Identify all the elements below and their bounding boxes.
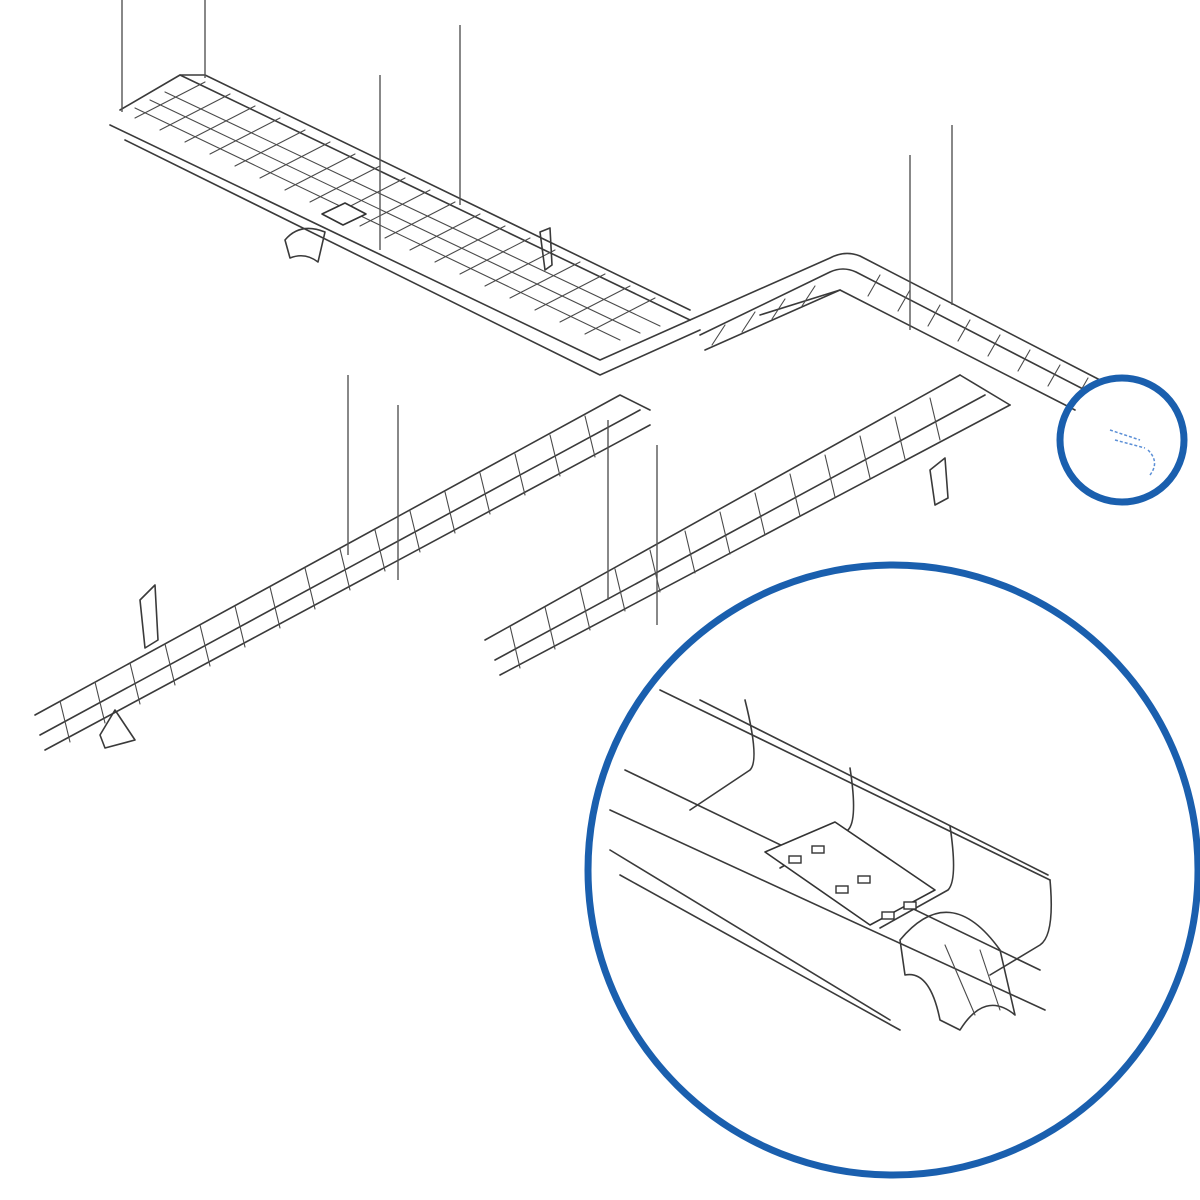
right-lower-cross-wires (509, 397, 941, 669)
right-wall-bracket (929, 457, 949, 506)
main-wide-tray (109, 74, 701, 376)
main-tray-cross-wires (134, 81, 656, 335)
end-dropout-marker (1109, 429, 1156, 476)
detail-magnified-view (588, 565, 1198, 1175)
floor-support (99, 709, 136, 749)
detail-indicator-circle (1056, 374, 1188, 506)
upper-right-branch (689, 252, 1156, 476)
magnified-tray (609, 689, 1053, 1031)
left-wall-bracket (139, 584, 159, 649)
detail-magnified-circle (584, 561, 1200, 1179)
right-lower-tray (484, 374, 1011, 676)
magnified-coupler-plate (764, 821, 936, 926)
wall-bracket (539, 227, 553, 271)
magnified-cable-dropout (899, 911, 1016, 1031)
lower-left-cross-wires (59, 415, 596, 743)
coupler-plate (321, 202, 367, 226)
lower-left-tray (34, 394, 651, 751)
upper-branch-cross-wires (711, 274, 1089, 400)
coupler-plate-slots (788, 845, 917, 920)
cable-dropout (284, 227, 326, 263)
main-tray-long-wires (134, 91, 661, 341)
threaded-rods (121, 0, 953, 625)
